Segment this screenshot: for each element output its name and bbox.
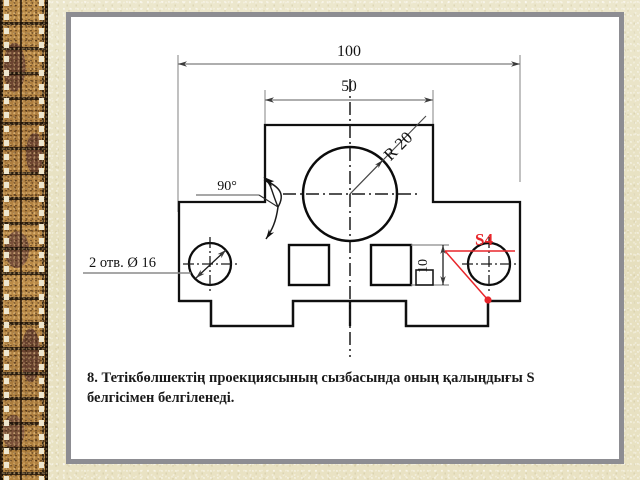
square-pocket-left xyxy=(287,243,331,287)
dimension-angle-90: 90° xyxy=(196,176,282,240)
annotation-label-s4: S4 xyxy=(475,230,493,249)
slide-caption: 8. Тетікбөлшектің проекциясының сызбасын… xyxy=(87,369,597,408)
annotation-s4: S4 xyxy=(444,230,515,304)
dimension-pocket-height: 10 xyxy=(411,244,449,286)
dimension-label-50: 50 xyxy=(341,78,357,95)
annotation-anchor-dot xyxy=(484,296,492,304)
square-pocket-right xyxy=(369,243,413,287)
film-strip-decoration xyxy=(0,0,48,480)
caption-line-2: белгісімен белгіленеді. xyxy=(87,389,235,406)
caption-line-1: 8. Тетікбөлшектің проекциясының сызбасын… xyxy=(87,370,535,386)
square-symbol-box xyxy=(415,269,434,286)
film-sprocket-holes-left xyxy=(4,0,9,480)
dimension-top-boss-width: 50 xyxy=(264,78,434,125)
drawing-frame: 100 50 xyxy=(66,12,624,464)
note-label-2otv-d16: 2 отв. Ø 16 xyxy=(89,255,156,271)
part-bottom-profile xyxy=(179,299,520,328)
hole-right xyxy=(462,237,516,291)
dimension-radius-r20: R 20 xyxy=(349,115,427,195)
dimension-label-10: 10 xyxy=(416,259,431,273)
dimension-overall-width: 100 xyxy=(177,43,521,212)
dimension-label-100: 100 xyxy=(337,43,361,60)
dimension-label-90deg: 90° xyxy=(217,179,237,194)
hole-left xyxy=(183,237,237,291)
dimension-label-r20: R 20 xyxy=(380,128,416,164)
main-bore-circle xyxy=(301,145,399,243)
drawing-canvas: 100 50 xyxy=(71,17,619,459)
film-sprocket-holes-right xyxy=(39,0,44,480)
technical-drawing: 100 50 xyxy=(83,43,522,357)
note-two-holes-dia16: 2 отв. Ø 16 xyxy=(83,255,191,274)
